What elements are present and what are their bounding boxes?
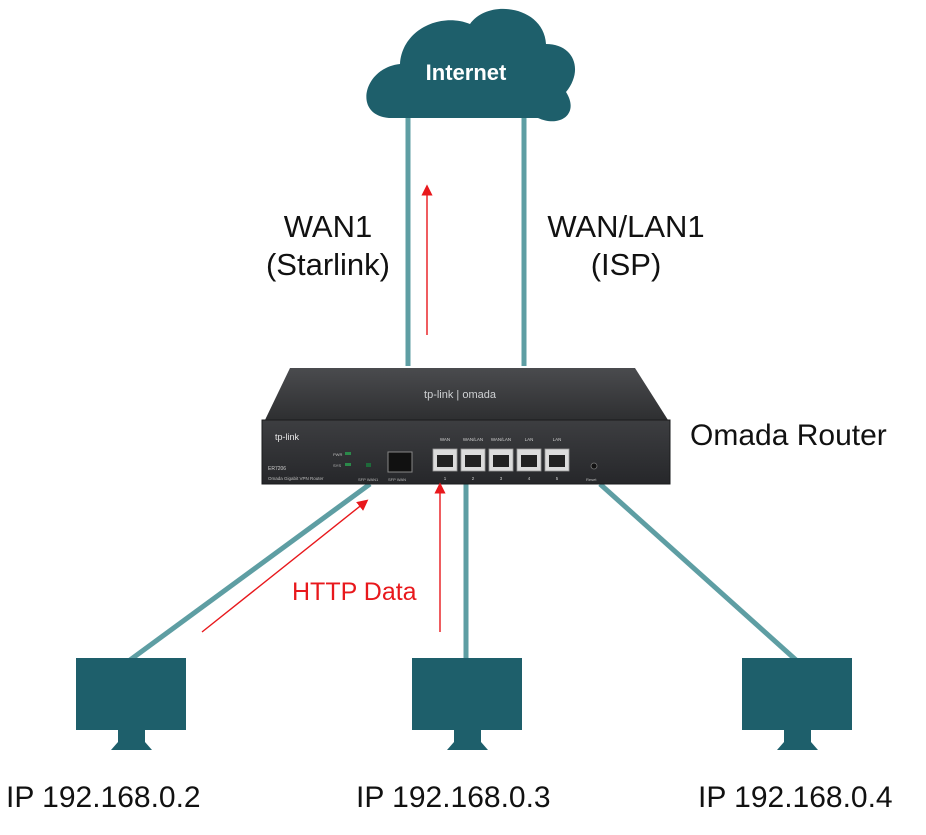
port-label: WAN/LAN: [491, 437, 511, 442]
monitor-stand: [111, 730, 152, 750]
led-pwr: [345, 452, 351, 455]
reset-label: Reset: [586, 477, 597, 482]
router-model: ER7206: [268, 466, 286, 472]
wan1-name: WAN1: [283, 209, 373, 244]
wan-lan1-name: WAN/LAN1: [547, 209, 705, 244]
port-label: WAN/LAN: [463, 437, 483, 442]
monitor-screen: [742, 658, 852, 730]
ethernet-port-socket: [521, 455, 537, 467]
cable-host-1: [128, 481, 372, 663]
wan-lan1-provider: (ISP): [590, 247, 662, 282]
sfp-wan1-led: [366, 463, 371, 467]
router-top-face: [265, 368, 668, 420]
http-flow-arrows: [201, 184, 446, 633]
led-sys: [345, 463, 351, 466]
host-monitor-1: [76, 658, 186, 750]
host-ip-3: IP 192.168.0.4: [698, 781, 893, 814]
router-brand: tp-link | omada: [424, 389, 497, 401]
ethernet-ports: WAN 1 WAN/LAN 2 WAN/LAN 3 LAN 4 LAN 5: [432, 437, 570, 481]
router-front-brand: tp-link: [275, 432, 300, 442]
port-label: LAN: [553, 437, 562, 442]
ethernet-port-socket: [465, 455, 481, 467]
host-monitor-2: [412, 658, 522, 750]
sfp-wan-label: SFP WAN: [388, 477, 406, 482]
led-pwr-label: PWR: [333, 452, 342, 457]
flow-arrow-host1: [201, 499, 369, 633]
cables: [128, 118, 798, 663]
monitor-stand: [447, 730, 488, 750]
cable-host-3: [598, 482, 798, 662]
reset-button: [590, 462, 598, 470]
port-number: 3: [500, 476, 503, 481]
wan1-provider: (Starlink): [265, 247, 390, 282]
port-label: WAN: [440, 437, 450, 442]
host-monitor-3: [742, 658, 852, 750]
wan-lan1-label: WAN/LAN1 (ISP): [536, 208, 716, 284]
sfp-wan1-label: SFP WAN1: [358, 477, 379, 482]
wan1-label: WAN1 (Starlink): [258, 208, 398, 284]
port-number: 2: [472, 476, 475, 481]
ethernet-port-socket: [437, 455, 453, 467]
monitor-screen: [76, 658, 186, 730]
monitor-stand: [777, 730, 818, 750]
cloud-label: Internet: [426, 60, 507, 85]
router-description: Omada Gigabit VPN Router: [268, 476, 324, 481]
led-sys-label: SYS: [333, 463, 341, 468]
router-label: Omada Router: [690, 419, 887, 452]
omada-router: tp-link | omada tp-link ER7206 Omada Gig…: [261, 368, 671, 485]
cloud-shape: [366, 8, 576, 122]
http-data-label: HTTP Data: [292, 578, 417, 606]
host-ip-2: IP 192.168.0.3: [356, 781, 551, 814]
ethernet-port-socket: [549, 455, 565, 467]
ethernet-port-socket: [493, 455, 509, 467]
port-number: 1: [444, 476, 447, 481]
host-ip-1: IP 192.168.0.2: [6, 781, 201, 814]
port-number: 4: [528, 476, 531, 481]
port-label: LAN: [525, 437, 534, 442]
internet-cloud: Internet: [366, 8, 576, 122]
sfp-port: [387, 451, 413, 473]
monitor-screen: [412, 658, 522, 730]
port-number: 5: [556, 476, 559, 481]
